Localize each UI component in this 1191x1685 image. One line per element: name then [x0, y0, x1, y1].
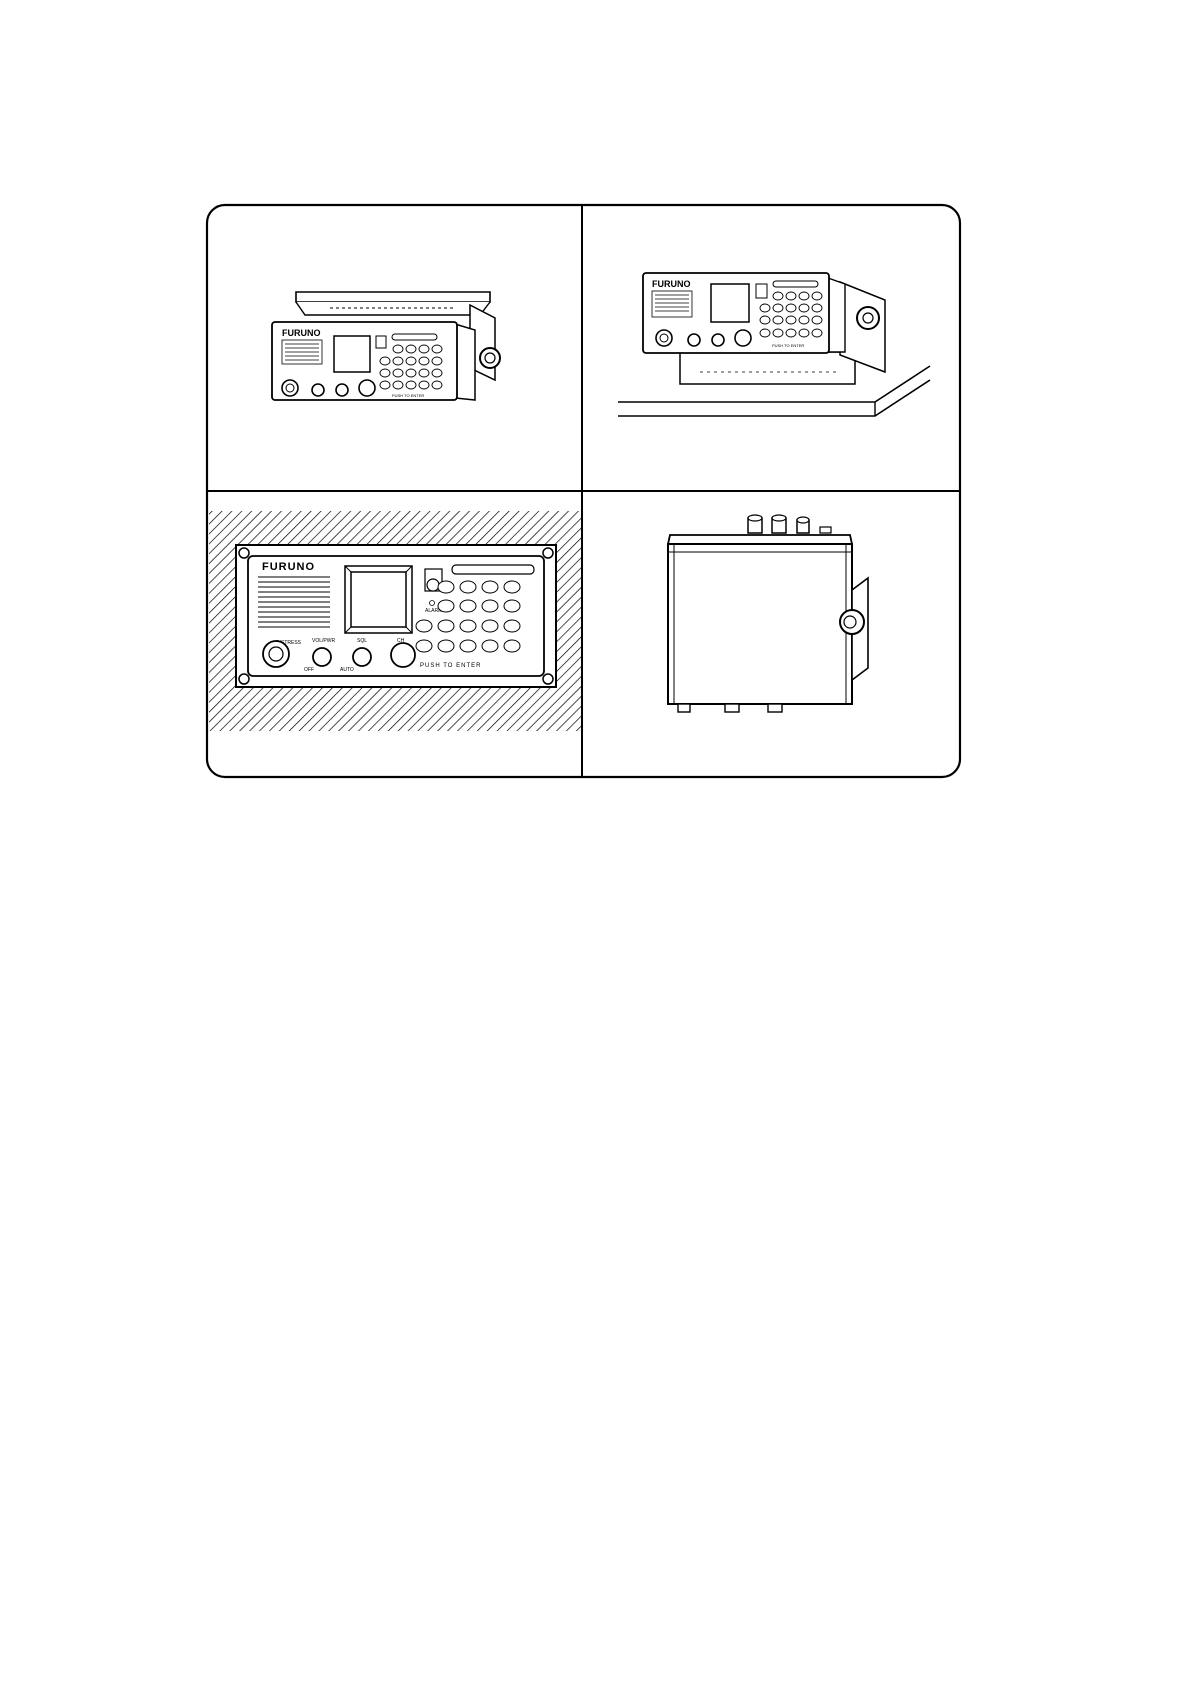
- channel-knob[interactable]: [359, 380, 375, 396]
- push-to-enter-label: PUSH TO ENTER: [420, 663, 481, 669]
- speaker-grille: [652, 291, 692, 317]
- channel-knob[interactable]: [735, 330, 751, 346]
- lcd-display: [334, 336, 370, 372]
- panel-overhead-mount: FURUNO PUSH TO ENTER: [272, 292, 500, 400]
- speaker-grille: [282, 340, 322, 364]
- push-to-enter-label: PUSH TO ENTER: [392, 393, 424, 398]
- push-to-enter-label: PUSH TO ENTER: [772, 343, 804, 348]
- brand-logo: FURUNO: [262, 561, 315, 573]
- lcd-display: [351, 572, 406, 627]
- auto-label: AUTO: [340, 667, 354, 673]
- brand-logo: FURUNO: [652, 279, 691, 289]
- brand-logo: FURUNO: [282, 328, 321, 338]
- vol-pwr-knob[interactable]: [313, 648, 331, 666]
- vol-pwr-label: VOL/PWR: [312, 638, 335, 644]
- vol-pwr-knob[interactable]: [312, 384, 324, 396]
- off-label: OFF: [304, 667, 314, 673]
- panel-bulkhead-mount: [668, 515, 868, 712]
- sql-knob[interactable]: [712, 334, 724, 346]
- sql-label: SQL: [357, 638, 367, 644]
- sql-knob[interactable]: [336, 384, 348, 396]
- panel-desktop-mount: FURUNO PUSH TO ENTER: [618, 273, 930, 416]
- sql-knob[interactable]: [353, 648, 371, 666]
- lcd-display: [711, 284, 749, 322]
- vol-pwr-knob[interactable]: [688, 334, 700, 346]
- channel-knob[interactable]: [391, 643, 415, 667]
- unit-side-view: [668, 544, 852, 704]
- panel-flush-mount: FURUNO ALARM DISTRESS: [209, 511, 581, 731]
